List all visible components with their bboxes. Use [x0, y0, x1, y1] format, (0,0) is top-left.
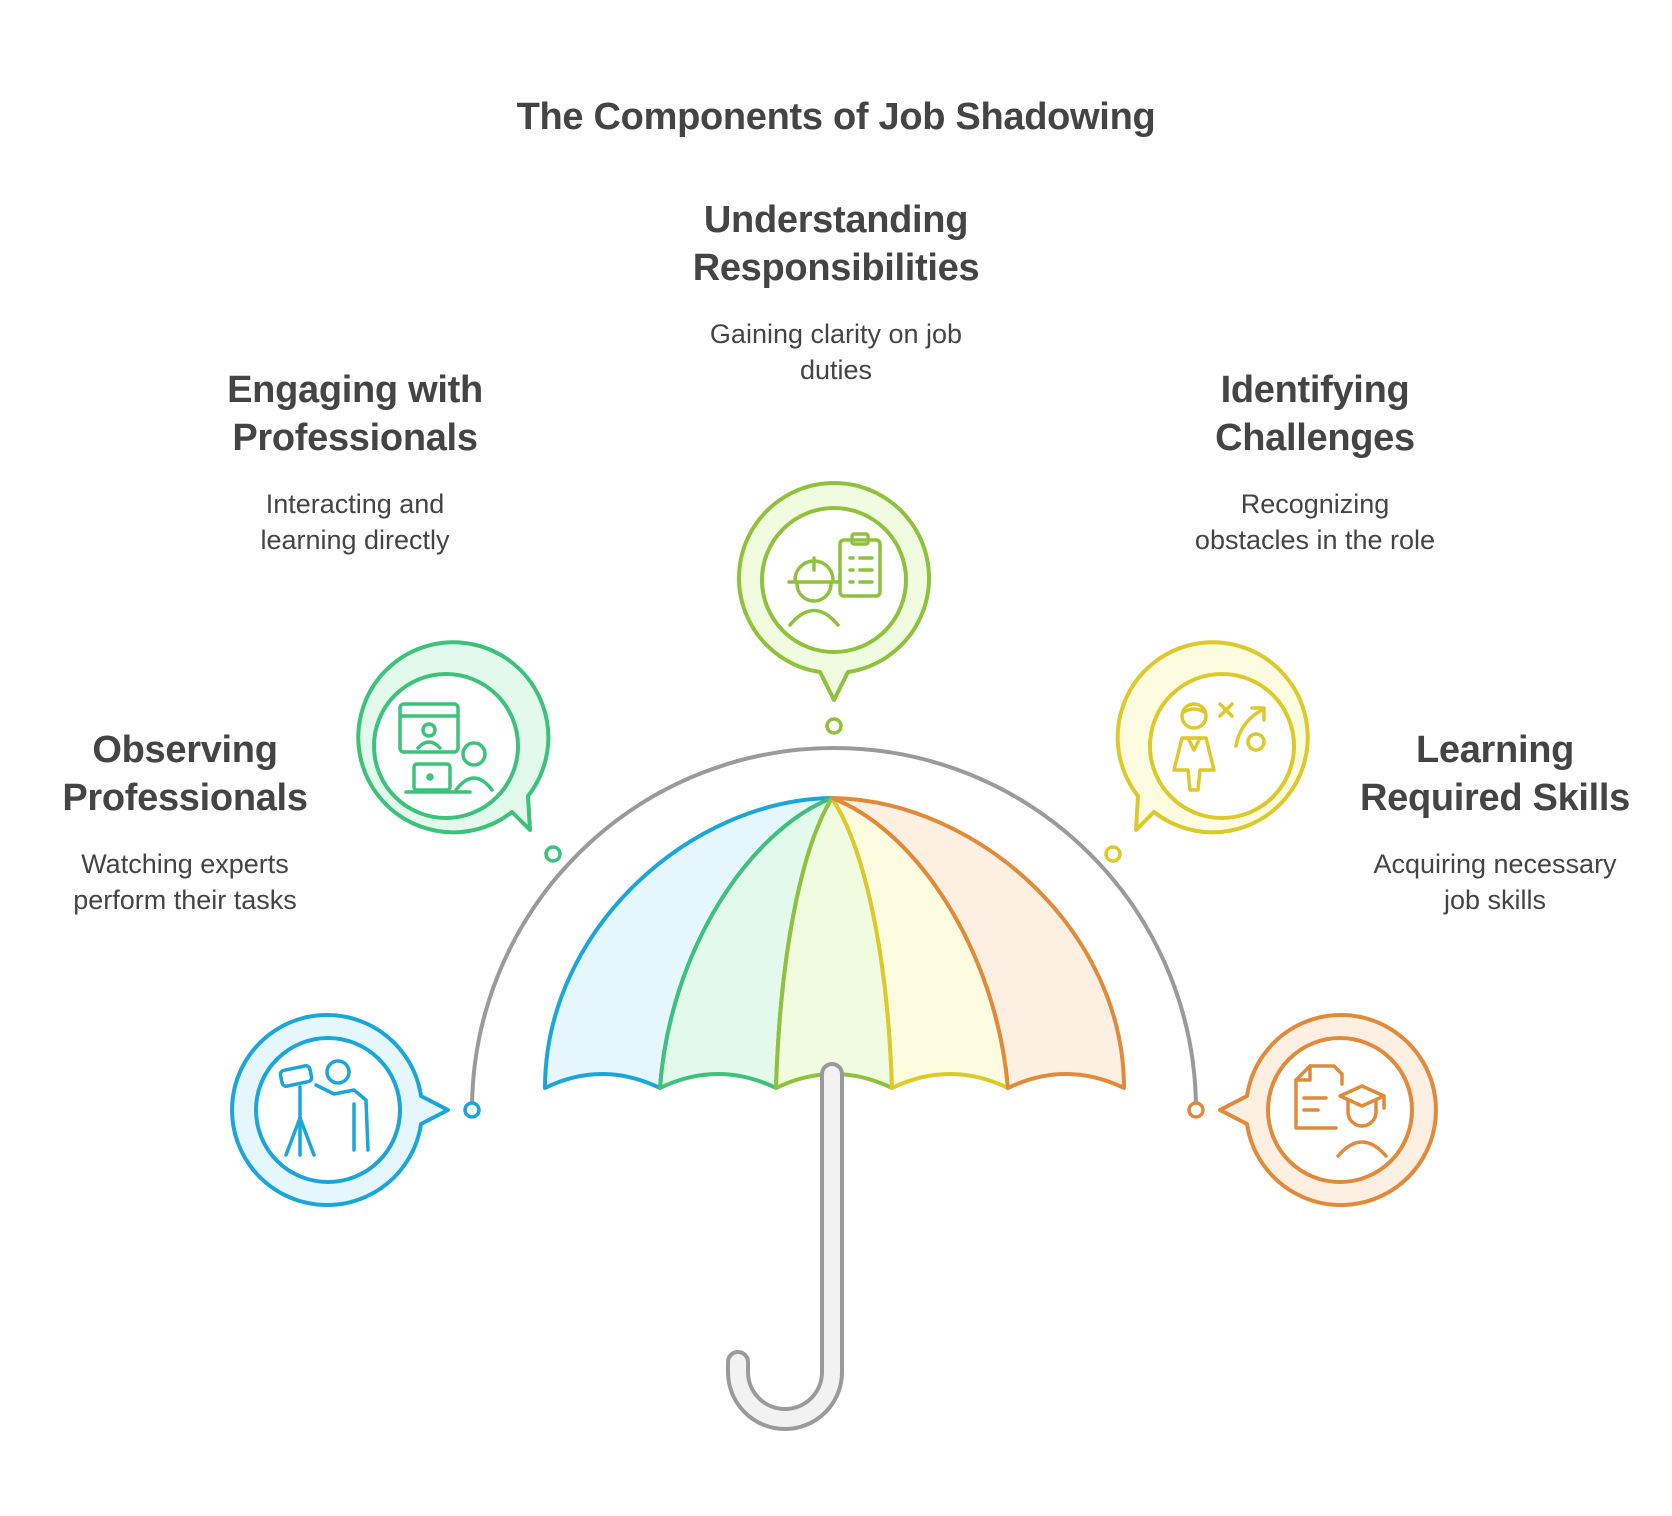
engaging-node	[356, 640, 551, 835]
umbrella-canopy	[543, 796, 1126, 1090]
identifying-title-line2: Challenges	[1215, 417, 1415, 459]
connector-dot-engaging	[544, 845, 562, 863]
observing-description: Watching experts perform their tasks	[30, 846, 340, 918]
learning-title: Learning Required Skills	[1330, 726, 1660, 822]
identifying-node	[1115, 640, 1310, 835]
understanding-description: Gaining clarity on job duties	[656, 316, 1016, 388]
understanding-desc-line2: duties	[799, 355, 873, 385]
engaging-description: Interacting and learning directly	[190, 486, 520, 558]
observing-desc-line1: Watching experts	[81, 849, 289, 879]
understanding-title-line2: Responsibilities	[692, 247, 980, 289]
umbrella-handle	[726, 1062, 844, 1431]
observing-title-line1: Observing	[92, 729, 278, 771]
connector-dot-observing	[463, 1101, 481, 1119]
observing-title: Observing Professionals	[30, 726, 340, 822]
identifying-description: Recognizing obstacles in the role	[1160, 486, 1470, 558]
engaging-title: Engaging with Professionals	[190, 366, 520, 462]
observing-desc-line2: perform their tasks	[73, 885, 297, 915]
identifying-title-line1: Identifying	[1220, 369, 1410, 411]
worker-clipboard-icon	[787, 532, 882, 627]
video-call-laptop-icon	[398, 702, 494, 794]
identifying-desc-line2: obstacles in the role	[1194, 525, 1436, 555]
strategy-person-icon	[1172, 702, 1266, 792]
diagram-title: The Components of Job Shadowing	[516, 96, 1156, 138]
learning-node	[1218, 1013, 1438, 1207]
connector-dot-identifying	[1104, 845, 1122, 863]
telescope-observer-icon	[278, 1059, 370, 1157]
connector-dot-understanding	[825, 717, 843, 735]
understanding-title-line1: Understanding	[703, 199, 969, 241]
document-graduate-icon	[1294, 1064, 1388, 1158]
identifying-title: Identifying Challenges	[1160, 366, 1470, 462]
observing-title-line2: Professionals	[62, 777, 308, 819]
engaging-title-line1: Engaging with	[227, 369, 483, 411]
understanding-desc-line1: Gaining clarity on job	[709, 319, 963, 349]
engaging-desc-line1: Interacting and	[265, 489, 445, 519]
observing-node	[230, 1013, 450, 1207]
learning-title-line2: Required Skills	[1359, 777, 1631, 819]
learning-desc-line2: job skills	[1443, 885, 1547, 915]
understanding-node	[737, 481, 931, 702]
engaging-desc-line2: learning directly	[260, 525, 450, 555]
canopy-panel-5	[830, 796, 1126, 1090]
learning-title-line1: Learning	[1415, 729, 1575, 771]
identifying-desc-line1: Recognizing	[1240, 489, 1390, 519]
understanding-title: Understanding Responsibilities	[656, 196, 1016, 292]
connector-dot-learning	[1187, 1101, 1205, 1119]
learning-desc-line1: Acquiring necessary	[1373, 849, 1617, 879]
connector-arc	[470, 746, 1198, 1111]
learning-description: Acquiring necessary job skills	[1330, 846, 1660, 918]
engaging-title-line2: Professionals	[232, 417, 478, 459]
